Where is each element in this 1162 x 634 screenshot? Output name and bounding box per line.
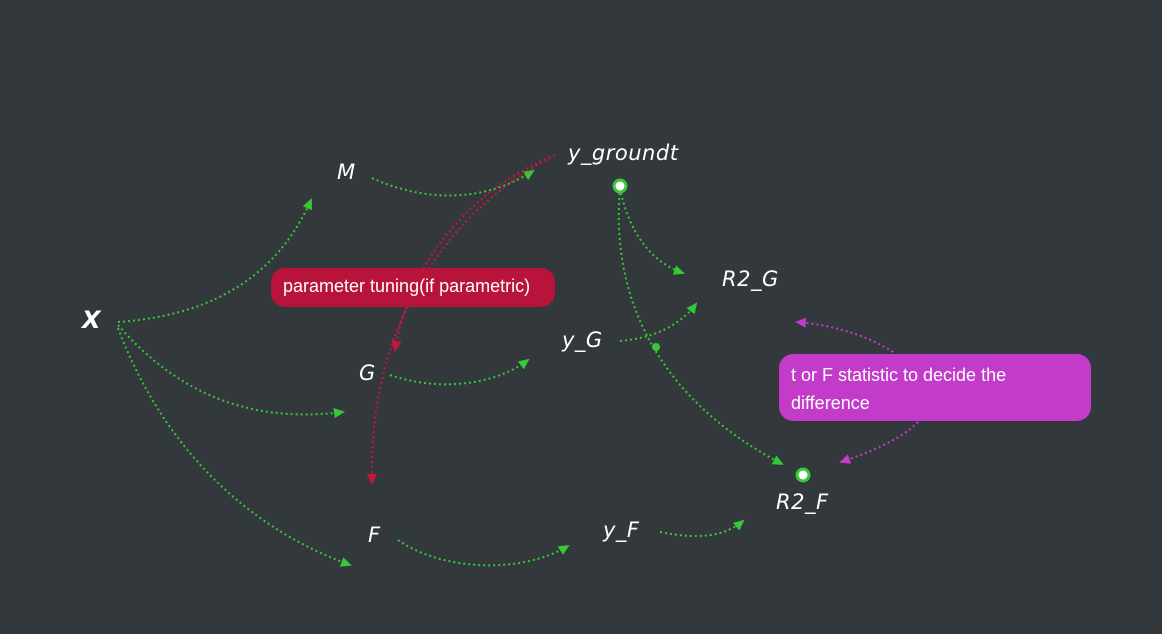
edge-statistic-to-r2-g[interactable] <box>795 317 894 353</box>
node-f[interactable]: F <box>368 523 381 547</box>
node-r2-g[interactable]: R2_G <box>722 267 779 291</box>
note-statistic[interactable]: t or F statistic to decide the differenc… <box>779 354 1091 421</box>
node-r2-f[interactable]: R2_F <box>776 490 829 514</box>
node-x[interactable]: X <box>82 306 102 334</box>
edge-y-groundt-to-r2-f[interactable] <box>617 187 784 465</box>
node-y-g[interactable]: y_G <box>562 328 603 352</box>
y-groundt-port[interactable] <box>612 178 628 194</box>
edge-y-g-to-r2-g[interactable] <box>619 302 698 342</box>
edge-x-to-f[interactable] <box>117 327 352 567</box>
r2-f-port[interactable] <box>795 467 811 483</box>
node-y-f[interactable]: y_F <box>603 518 640 542</box>
edge-y-groundt-to-r2-g[interactable] <box>619 187 685 275</box>
edge-statistic-to-r2-f[interactable] <box>839 421 919 464</box>
node-y-groundt[interactable]: y_groundt <box>568 141 679 165</box>
edge-tuning-to-f[interactable] <box>366 154 556 485</box>
note-parameter-tuning[interactable]: parameter tuning(if parametric) <box>271 268 555 307</box>
edge-y-f-to-r2-f[interactable] <box>659 519 745 537</box>
node-g[interactable]: G <box>359 361 376 385</box>
edge-x-to-m[interactable] <box>117 198 312 323</box>
edge-f-to-y-f[interactable] <box>397 539 570 567</box>
edge-tuning-to-g[interactable] <box>391 154 556 352</box>
node-m[interactable]: M <box>337 160 356 184</box>
edge-x-to-g[interactable] <box>117 324 345 419</box>
edge-m-to-y-groundt[interactable] <box>371 169 535 197</box>
junction-dot <box>652 343 660 351</box>
edge-g-to-y-g[interactable] <box>389 358 530 386</box>
